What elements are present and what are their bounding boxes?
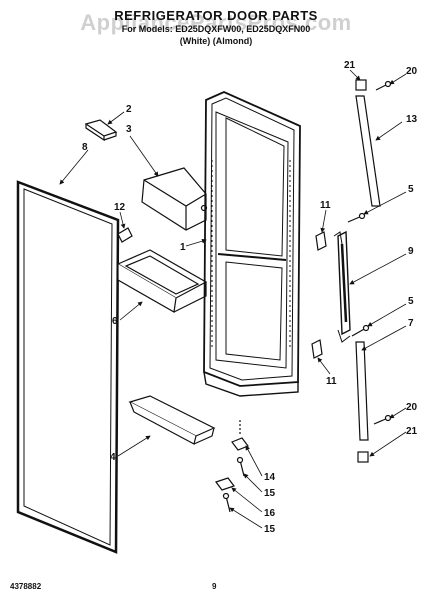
door-stop (231, 420, 249, 451)
door-liner (203, 91, 301, 397)
shelf-clip (117, 227, 133, 243)
page-title: REFRIGERATOR DOOR PARTS (114, 8, 318, 23)
model-numbers: For Models: ED25DQXFW00, ED25DQXFN00 (121, 24, 311, 34)
door-gasket (16, 180, 120, 554)
callout-9: 9 (408, 246, 414, 257)
handle-end-cap-upper (315, 231, 327, 251)
callout-21-top: 21 (344, 60, 356, 71)
callout-15-upper: 15 (264, 488, 276, 499)
callout-20-top: 20 (406, 66, 418, 77)
dairy-bin (141, 167, 208, 231)
callout-13: 13 (406, 114, 418, 125)
handle-screw-upper (347, 212, 366, 223)
screw-upper (375, 80, 392, 91)
callout-11-lower: 11 (326, 376, 337, 387)
callout-5-upper: 5 (408, 184, 414, 195)
callout-5-lower: 5 (408, 296, 414, 307)
screw-lower (373, 414, 392, 425)
callout-11-upper: 11 (320, 200, 331, 211)
callout-7: 7 (408, 318, 414, 329)
handle-bracket (84, 119, 118, 142)
callout-8: 8 (82, 142, 88, 153)
callout-2: 2 (126, 104, 132, 115)
model-colors: (White) (Almond) (179, 36, 253, 46)
callout-21-bottom: 21 (406, 426, 418, 437)
callout-12: 12 (114, 202, 126, 213)
callout-14: 14 (264, 472, 276, 483)
door-trim-lower (355, 341, 369, 441)
leader-lines (59, 69, 407, 529)
callout-3: 3 (126, 124, 132, 135)
handle-end-cap-lower (311, 339, 323, 359)
hinge-screw-lower (222, 492, 231, 513)
callout-15-lower: 15 (264, 524, 276, 535)
trim-plug-lower (357, 451, 369, 463)
callout-1: 1 (180, 242, 186, 253)
door-handle (333, 230, 351, 343)
callout-16: 16 (264, 508, 276, 519)
trim-plug-upper (355, 79, 367, 91)
callout-20-bottom: 20 (406, 402, 418, 413)
bottom-door-shelf (128, 395, 216, 445)
callout-4: 4 (110, 452, 116, 463)
door-trim-upper (355, 95, 381, 207)
callout-6: 6 (112, 316, 118, 327)
page-number: 9 (212, 582, 217, 591)
document-number: 4378882 (10, 582, 42, 591)
door-shelf (116, 249, 208, 313)
handle-screw-lower (351, 324, 370, 337)
hinge-screw-upper (236, 456, 245, 477)
hinge-bushing (215, 477, 235, 491)
